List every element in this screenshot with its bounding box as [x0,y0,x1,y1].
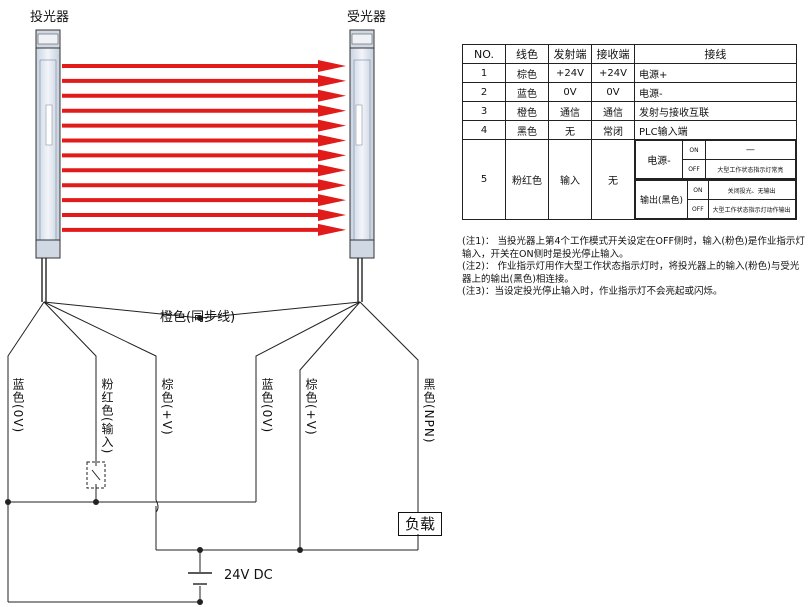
sync-junction-dot [197,315,203,321]
cell-emitter: 0V [548,82,592,102]
on-label: ON [682,140,706,160]
cell-emitter: +24V [548,63,592,83]
cell-color: 黑色 [505,120,549,140]
cell-no: 4 [462,120,506,140]
light-beams [62,60,346,236]
note-2: (注2)： 作业指示灯用作大型工作状态指示灯时，将投光器上的输入(粉色)与受光器… [462,261,800,285]
wiring-table: NO. 线色 发射端 接收端 接线 1 棕色 +24V +24V 电源+ 2 蓝… [462,44,797,220]
table-row: 3 橙色 通信 通信 发射与接收互联 [462,101,797,121]
cell-wiring: 电源+ [634,63,797,83]
cell-emitter: 无 [548,120,592,140]
cell-emitter: 输入 [548,139,592,220]
power-bus [7,499,419,603]
cell-wiring-output: 输出(黑色) ON 关闭投光、无输出 OFF 大型工作状态指示灯动作输出 [634,179,797,220]
wire-label-emitter-brown: 棕色(+V) [160,378,174,436]
output-subtable: 输出(黑色) ON 关闭投光、无输出 OFF 大型工作状态指示灯动作输出 [634,180,796,219]
load-box: 负载 [398,512,442,536]
table-row: 输出(黑色) ON 关闭投光、无输出 OFF 大型工作状态指示灯动作输出 [463,179,797,220]
beam-arrowhead [318,74,346,87]
beam-arrowhead [318,134,346,147]
on-label: ON [687,180,709,200]
emitter-wires [7,301,201,502]
cell-wiring: PLC输入端 [634,120,797,140]
beam-arrowhead [318,104,346,117]
header-receiver: 接收端 [591,44,635,64]
off-label: OFF [687,199,709,219]
beam-arrowhead [318,223,346,236]
cell-emitter: 通信 [548,101,592,121]
table-row: 4 黑色 无 常闭 PLC输入端 [462,120,797,140]
emitter-light-curtain [35,29,61,302]
cell-receiver: 常闭 [591,120,635,140]
beam-arrowhead [318,149,346,162]
notes-section: (注1)： 当投光器上第4个工作模式开关设定在OFF侧时，输入(粉色)是作业指示… [462,236,807,299]
table-row: 2 蓝色 0V 0V 电源- [462,82,797,102]
wire-label-receiver-brown: 棕色(+V) [304,378,318,436]
cell-color: 橙色 [505,101,549,121]
header-no: NO. [462,44,506,64]
input-switch-symbol [86,458,106,502]
cell-no: 3 [462,101,506,121]
cell-no: 5 [462,139,506,220]
cell-color: 棕色 [505,63,549,83]
header-emitter: 发射端 [548,44,592,64]
beam-arrowhead [318,89,346,102]
power-off-value: 大型工作状态指示灯常亮 [705,159,796,179]
power-subtable: 电源- ON — OFF 大型工作状态指示灯常亮 [635,140,796,179]
table-row: 1 棕色 +24V +24V 电源+ [462,63,797,83]
table-header-row: NO. 线色 发射端 接收端 接线 [462,44,797,64]
emitter-label: 投光器 [30,10,70,25]
cell-receiver: 通信 [591,101,635,121]
cell-wiring-power: 电源- ON — OFF 大型工作状态指示灯常亮 [634,139,797,180]
power-supply-label: 24V DC [224,568,273,583]
output-sub-label: 输出(黑色) [634,180,689,219]
receiver-light-curtain [349,29,375,302]
wire-label-emitter-blue: 蓝色(0V) [11,378,25,434]
wire-label-receiver-blue: 蓝色(0V) [260,378,274,434]
junction-dots [5,499,303,605]
sync-wire-label: 橙色(同步线) [160,310,236,325]
cell-no: 2 [462,82,506,102]
output-off-value: 大型工作状态指示灯动作输出 [707,199,796,219]
cell-wiring: 发射与接收互联 [634,101,797,121]
beam-arrowhead [318,179,346,192]
header-wiring: 接线 [634,44,797,64]
cell-no: 1 [462,63,506,83]
cell-wiring: 电源- [634,82,797,102]
beam-arrowhead [318,164,346,177]
cell-receiver: 无 [591,139,635,220]
header-color: 线色 [505,44,549,64]
power-sub-label: 电源- [635,140,683,179]
beam-arrowhead [318,194,346,207]
output-on-value: 关闭投光、无输出 [707,180,796,200]
wire-label-emitter-pink: 粉红色(输入) [100,378,114,455]
off-label: OFF [682,159,706,179]
cell-color: 蓝色 [505,82,549,102]
beam-arrowhead [318,209,346,221]
receiver-wires [199,301,419,536]
power-on-value: — [705,140,796,160]
beam-arrowhead [318,119,346,132]
cell-receiver: +24V [591,63,635,83]
wire-label-receiver-black: 黑色(NPN) [422,378,436,444]
beam-arrowhead [318,60,346,72]
note-1: (注1)： 当投光器上第4个工作模式开关设定在OFF侧时，输入(粉色)是作业指示… [462,236,805,260]
note-3: (注3)：当设定投光停止输入时，作业指示灯不会亮起或闪烁。 [462,286,723,297]
table-row: 5 粉红色 输入 无 电源- ON — OFF 大型工作状态指示灯常亮 [462,139,797,220]
receiver-label: 受光器 [347,10,387,25]
cell-receiver: 0V [591,82,635,102]
cell-color: 粉红色 [505,139,549,220]
